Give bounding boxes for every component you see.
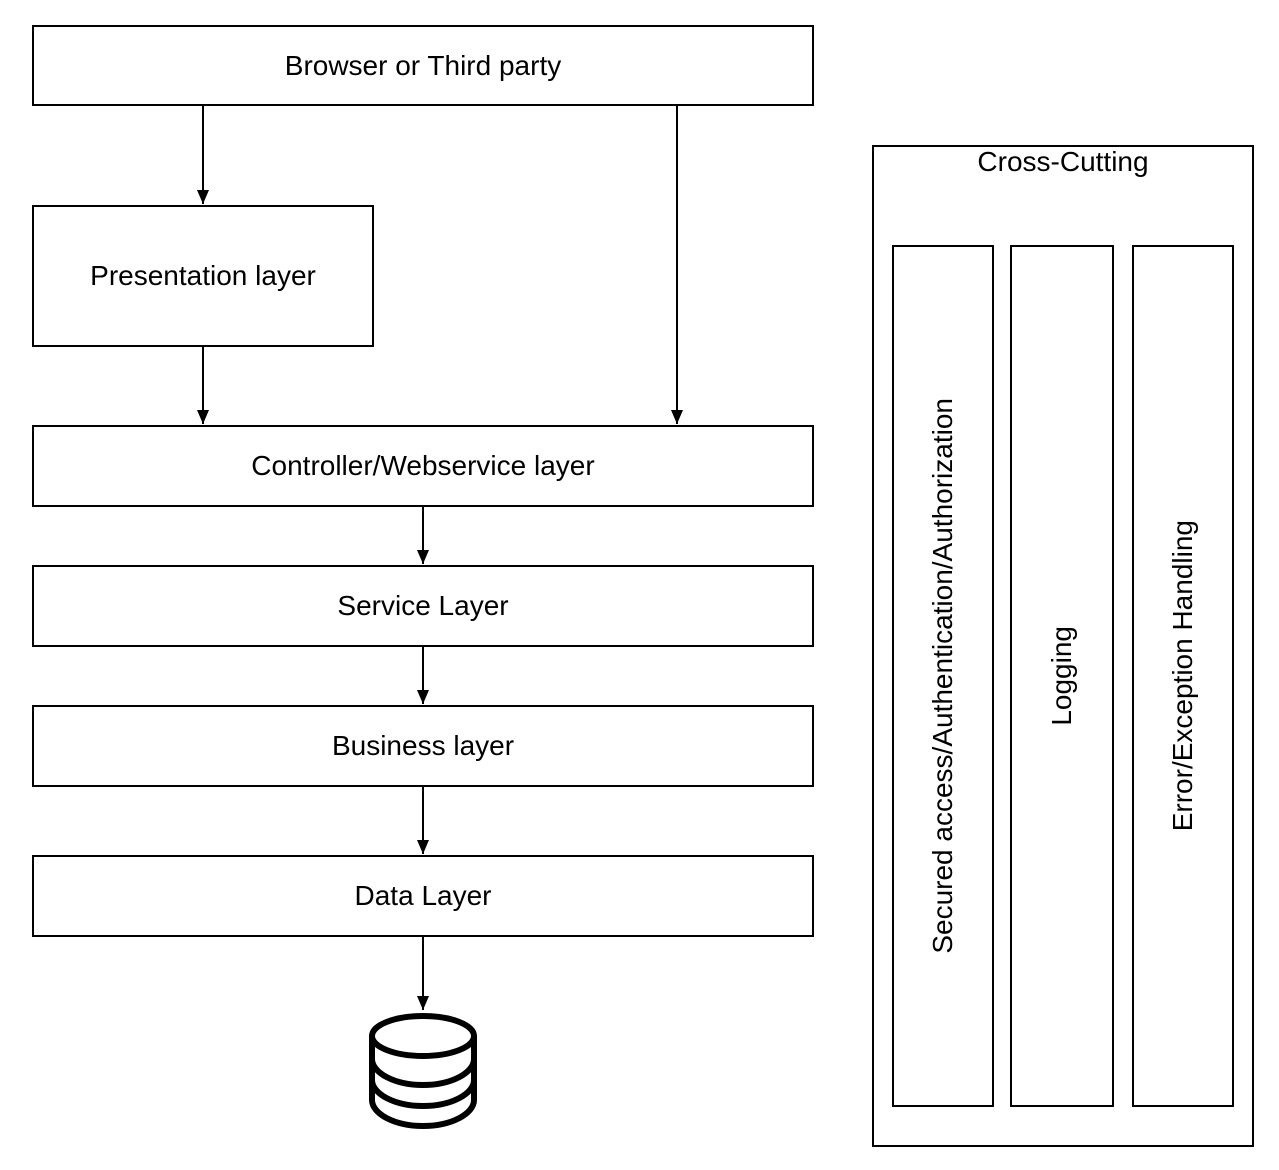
business-layer-label: Business layer — [331, 730, 515, 761]
cross-cutting-container — [872, 145, 1254, 1147]
service-layer-box: Service Layer — [32, 565, 814, 647]
logging-label: Logging — [1046, 626, 1077, 726]
database-icon — [369, 1013, 477, 1130]
error-handling-pillar: Error/Exception Handling — [1132, 245, 1234, 1107]
browser-label: Browser or Third party — [284, 49, 562, 81]
service-layer-label: Service Layer — [337, 590, 509, 621]
data-layer-box: Data Layer — [32, 855, 814, 937]
security-label: Secured access/Authentication/Authorizat… — [927, 398, 958, 954]
presentation-layer-box: Presentation layer — [32, 205, 374, 347]
business-layer-box: Business layer — [32, 705, 814, 787]
controller-layer-label: Controller/Webservice layer — [251, 450, 595, 481]
security-pillar: Secured access/Authentication/Authorizat… — [892, 245, 994, 1107]
controller-layer-box: Controller/Webservice layer — [32, 425, 814, 507]
data-layer-label: Data Layer — [354, 880, 492, 911]
error-handling-label: Error/Exception Handling — [1167, 520, 1198, 832]
browser-box: Browser or Third party — [32, 25, 814, 106]
cross-cutting-title: Cross-Cutting — [977, 146, 1149, 177]
logging-pillar: Logging — [1010, 245, 1114, 1107]
presentation-layer-label: Presentation layer — [90, 260, 316, 291]
